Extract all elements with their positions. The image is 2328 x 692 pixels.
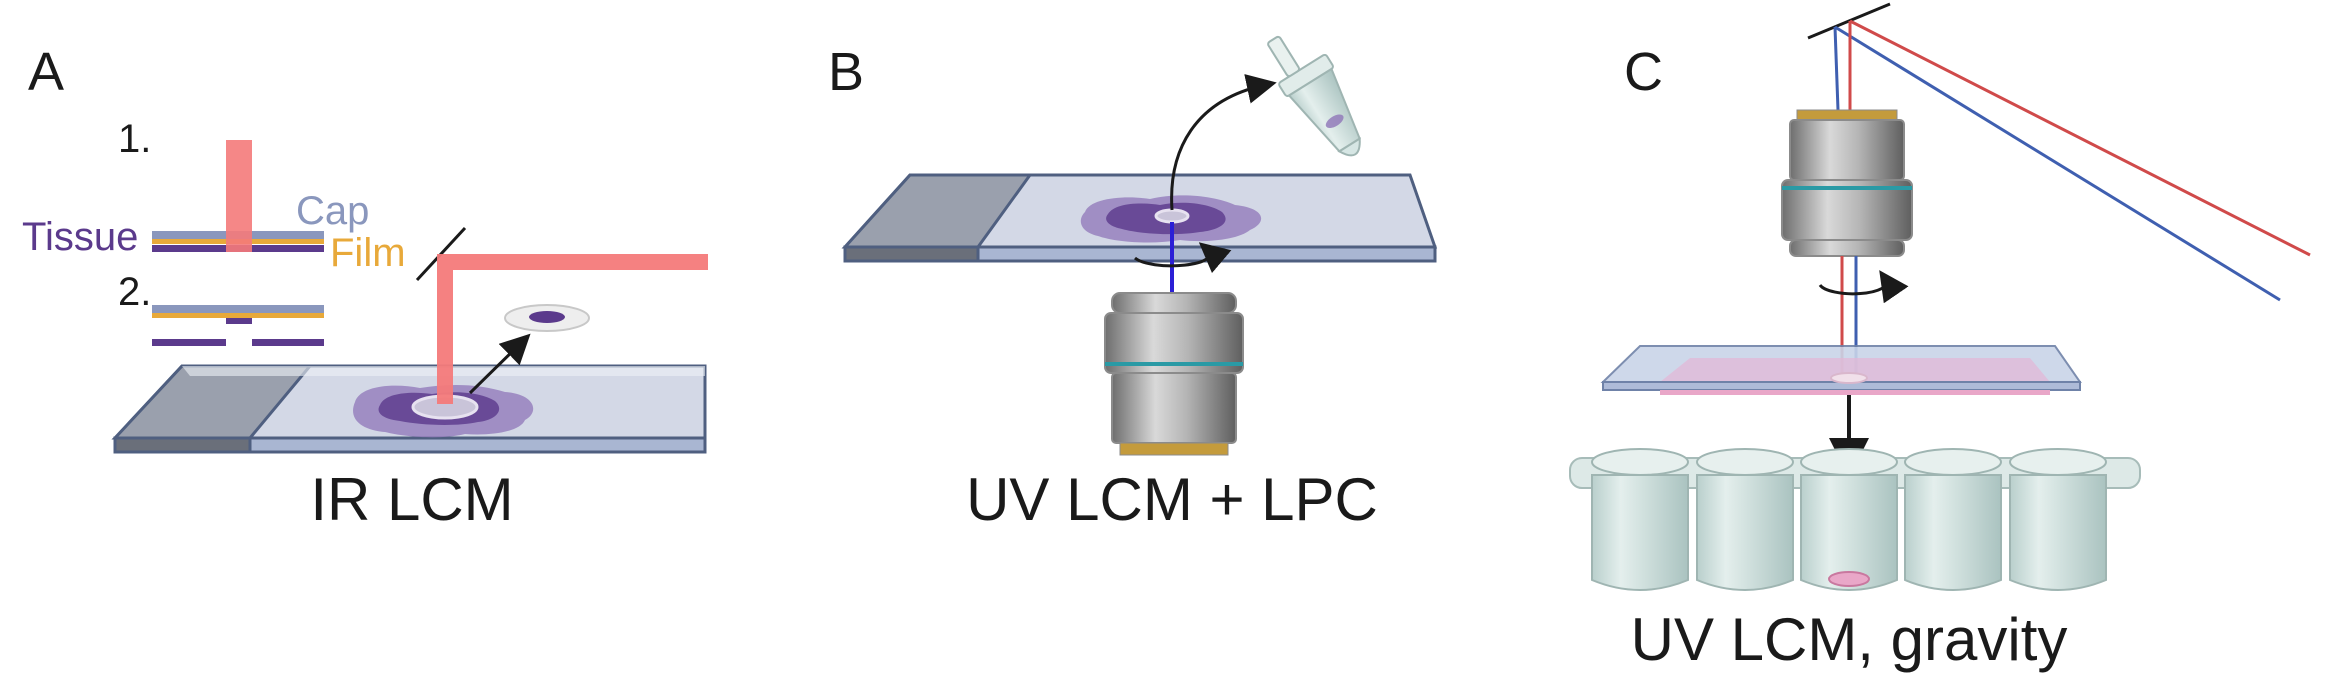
blue-light-ray: [1834, 25, 2281, 302]
objective-b: [1104, 292, 1244, 456]
catapult-arrow: [1170, 74, 1277, 211]
captured-cells: [226, 318, 252, 324]
tissue-label: Tissue: [22, 215, 138, 259]
cap-layer-lifted: [152, 305, 324, 313]
red-light-ray: [1849, 19, 2311, 257]
step-2-schematic: [152, 305, 324, 346]
collected-sample: [1828, 571, 1870, 587]
tube-5: [2009, 448, 2107, 591]
cut-region-b: [1154, 208, 1190, 224]
film-layer-lifted: [152, 313, 324, 318]
step-1-schematic: [152, 140, 324, 252]
tube-2: [1696, 448, 1794, 591]
panel-b: B UV LC: [828, 35, 1438, 533]
film-label: Film: [330, 231, 406, 275]
panel-c: C: [1569, 2, 2311, 673]
tube-3: [1800, 448, 1898, 591]
tube-strip: [1569, 448, 2141, 591]
panel-a-letter: A: [28, 42, 64, 102]
rotation-arrow-c: [1818, 270, 1909, 304]
cap-label: Cap: [296, 189, 369, 233]
tissue-remaining-right: [252, 339, 324, 346]
tube-1: [1591, 448, 1689, 591]
panel-b-letter: B: [828, 42, 864, 102]
objective-c: [1781, 109, 1913, 257]
cut-region-c: [1830, 372, 1868, 384]
step-2-label: 2.: [118, 270, 151, 314]
ir-laser-path: [437, 254, 708, 404]
caption-c: UV LCM, gravity: [1631, 606, 2068, 673]
collection-tube: [1267, 35, 1361, 157]
step-1-label: 1.: [118, 117, 151, 161]
caption-b: UV LCM + LPC: [966, 466, 1378, 533]
caption-a: IR LCM: [310, 466, 513, 533]
tube-4: [1904, 448, 2002, 591]
rotation-arrow-b: [1134, 242, 1232, 274]
captured-tissue-on-cap: [529, 311, 565, 323]
tissue-remaining-left: [152, 339, 226, 346]
panel-a: A 1. 2. Tissue Cap Film: [22, 42, 708, 533]
ir-laser-beam: [226, 140, 252, 252]
transfer-arrow-a: [468, 333, 531, 395]
pink-membrane: [1660, 358, 2050, 382]
slide-c: [1600, 345, 2082, 395]
panel-c-letter: C: [1624, 42, 1663, 102]
